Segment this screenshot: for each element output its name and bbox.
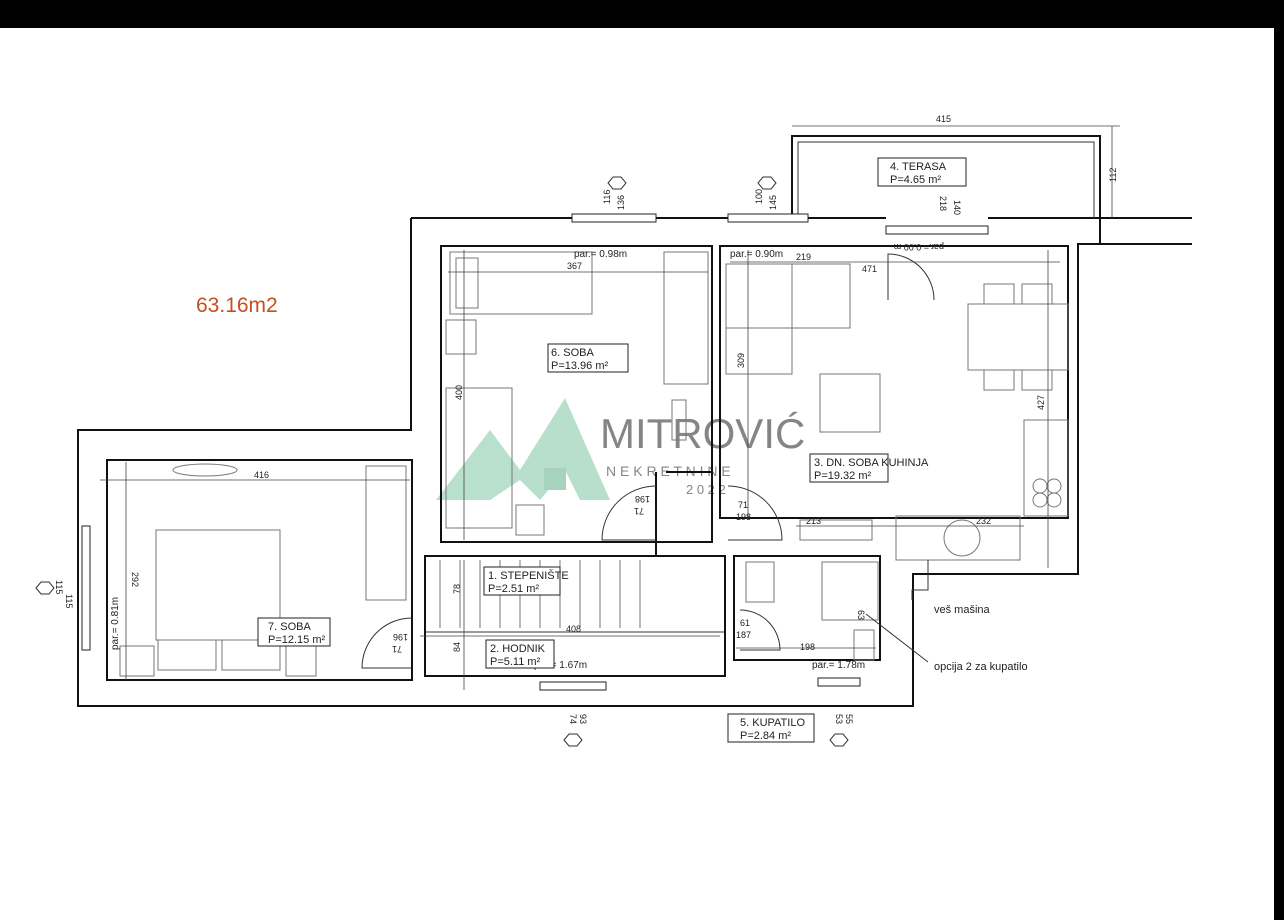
dim-win-bottom-a2: 93 xyxy=(578,714,588,724)
dimension-texts: 415 112 367 400 219 471 309 427 416 292 … xyxy=(54,114,1118,724)
annotation-ves-masina: veš mašina xyxy=(934,604,991,616)
watermark-year: 2 0 2 2 xyxy=(686,482,726,497)
dim-win-top-a1: 116 xyxy=(602,190,612,204)
dim-win-top-c1: 218 xyxy=(938,196,948,211)
room-hodnik-name: 2. HODNIK xyxy=(490,643,546,655)
room-stepeniste-name: 1. STEPENIŠTE xyxy=(488,569,569,582)
outer-walls xyxy=(77,135,1192,707)
dim-win-bottom-a1: 74 xyxy=(568,714,578,724)
dim-door-soba7-a: 71 xyxy=(392,644,402,654)
dim-door-soba6-b: 198 xyxy=(635,494,650,504)
right-frame-bar xyxy=(1274,0,1284,920)
dim-soba6-width: 367 xyxy=(567,261,582,271)
dim-hodnik-width: 408 xyxy=(566,624,581,634)
dim-win-left1: 115 xyxy=(54,580,64,594)
parapet-dn-soba: par.= 0.90m xyxy=(730,249,783,260)
section-markers xyxy=(35,176,849,747)
dim-win-top-b2: 145 xyxy=(768,195,778,210)
soba7-label-box xyxy=(257,617,331,647)
room-terasa-area: P=4.65 m² xyxy=(890,174,941,186)
dim-kitchen-b: 232 xyxy=(976,516,991,526)
total-area-label: 63.16m2 xyxy=(196,294,278,317)
interior-walls xyxy=(106,245,1069,681)
room-soba7-area: P=12.15 m² xyxy=(268,634,326,646)
dimension-lines xyxy=(100,125,1120,690)
doors xyxy=(361,253,935,669)
windows xyxy=(81,213,989,691)
dim-win-top-b1: 100 xyxy=(754,189,764,204)
room-terasa-name: 4. TERASA xyxy=(890,161,947,173)
room-kupatilo-name: 5. KUPATILO xyxy=(740,717,805,729)
dim-bath-small: 63 xyxy=(856,610,866,620)
dim-soba6-height: 400 xyxy=(454,385,464,400)
dim-dn-width-b: 471 xyxy=(862,264,877,274)
dn-soba-label-box xyxy=(809,453,889,483)
watermark-brand: MITROVIĆ xyxy=(600,410,805,457)
dim-terrace-depth: 112 xyxy=(1108,168,1118,182)
room-stepeniste-area: P=2.51 m² xyxy=(488,583,539,595)
parapet-soba6: par.= 0.98m xyxy=(574,249,627,260)
dim-door-bath-a: 61 xyxy=(740,618,750,628)
top-frame-bar xyxy=(0,0,1284,28)
dim-win-left2: 115 xyxy=(64,594,74,608)
parapet-soba7: par.= 0.81m xyxy=(110,597,121,650)
room-dn-soba-name: 3. DN. SOBA KUHINJA xyxy=(814,457,929,469)
room-soba6-name: 6. SOBA xyxy=(551,347,594,359)
dim-door-bath-b: 187 xyxy=(736,630,751,640)
room-labels: 4. TERASA P=4.65 m² 6. SOBA P=13.96 m² 3… xyxy=(257,157,967,743)
dim-hodnik-height: 84 xyxy=(452,642,462,652)
room-kupatilo-area: P=2.84 m² xyxy=(740,730,791,742)
room-dn-soba-area: P=19.32 m² xyxy=(814,470,872,482)
dim-bath-width: 198 xyxy=(800,642,815,652)
parapet-terasa: par.= 0.00 m xyxy=(894,242,944,252)
dim-door-dn-a: 71 xyxy=(738,500,748,510)
room-soba7-name: 7. SOBA xyxy=(268,621,311,633)
dim-win-top-a2: 136 xyxy=(616,195,626,210)
dim-door-dn-b: 198 xyxy=(736,512,751,522)
annotations: veš mašina opcija 2 za kupatilo xyxy=(865,560,1028,673)
dim-dn-height-b: 427 xyxy=(1036,395,1046,410)
dim-kitchen-a: 213 xyxy=(806,516,821,526)
dim-dn-width-a: 219 xyxy=(796,252,811,262)
dim-soba7-height: 292 xyxy=(130,572,140,587)
annotation-opcija: opcija 2 za kupatilo xyxy=(934,661,1028,673)
furniture xyxy=(119,251,1069,677)
dim-win-bottom-b2: 55 xyxy=(844,714,854,724)
dim-win-top-c2: 140 xyxy=(952,200,962,215)
parapet-texts: par.= 0.98m par.= 0.90m par.= 0.00 m par… xyxy=(110,242,944,671)
dim-terrace-width: 415 xyxy=(936,114,951,124)
room-hodnik-area: P=5.11 m² xyxy=(490,656,541,668)
stepeniste-label-box xyxy=(483,566,561,596)
terasa-label-box xyxy=(877,157,967,187)
kupatilo-label-box xyxy=(727,713,815,743)
dim-door-soba7-b: 196 xyxy=(393,632,408,642)
parapet-kupatilo: par.= 1.78m xyxy=(812,660,865,671)
dim-dn-height-a: 309 xyxy=(736,353,746,368)
watermark-logo: MITROVIĆ N E K R E T N I N E 2 0 2 2 xyxy=(436,398,805,500)
parapet-hodnik: par.= 1.67m xyxy=(534,660,587,671)
soba6-label-box xyxy=(547,343,629,373)
room-soba6-area: P=13.96 m² xyxy=(551,360,609,372)
dim-soba7-width: 416 xyxy=(254,470,269,480)
dim-door-soba6-a: 71 xyxy=(634,506,644,516)
dim-stair-height: 78 xyxy=(452,584,462,594)
dim-win-bottom-b1: 53 xyxy=(834,714,844,724)
hodnik-label-box xyxy=(485,639,555,669)
